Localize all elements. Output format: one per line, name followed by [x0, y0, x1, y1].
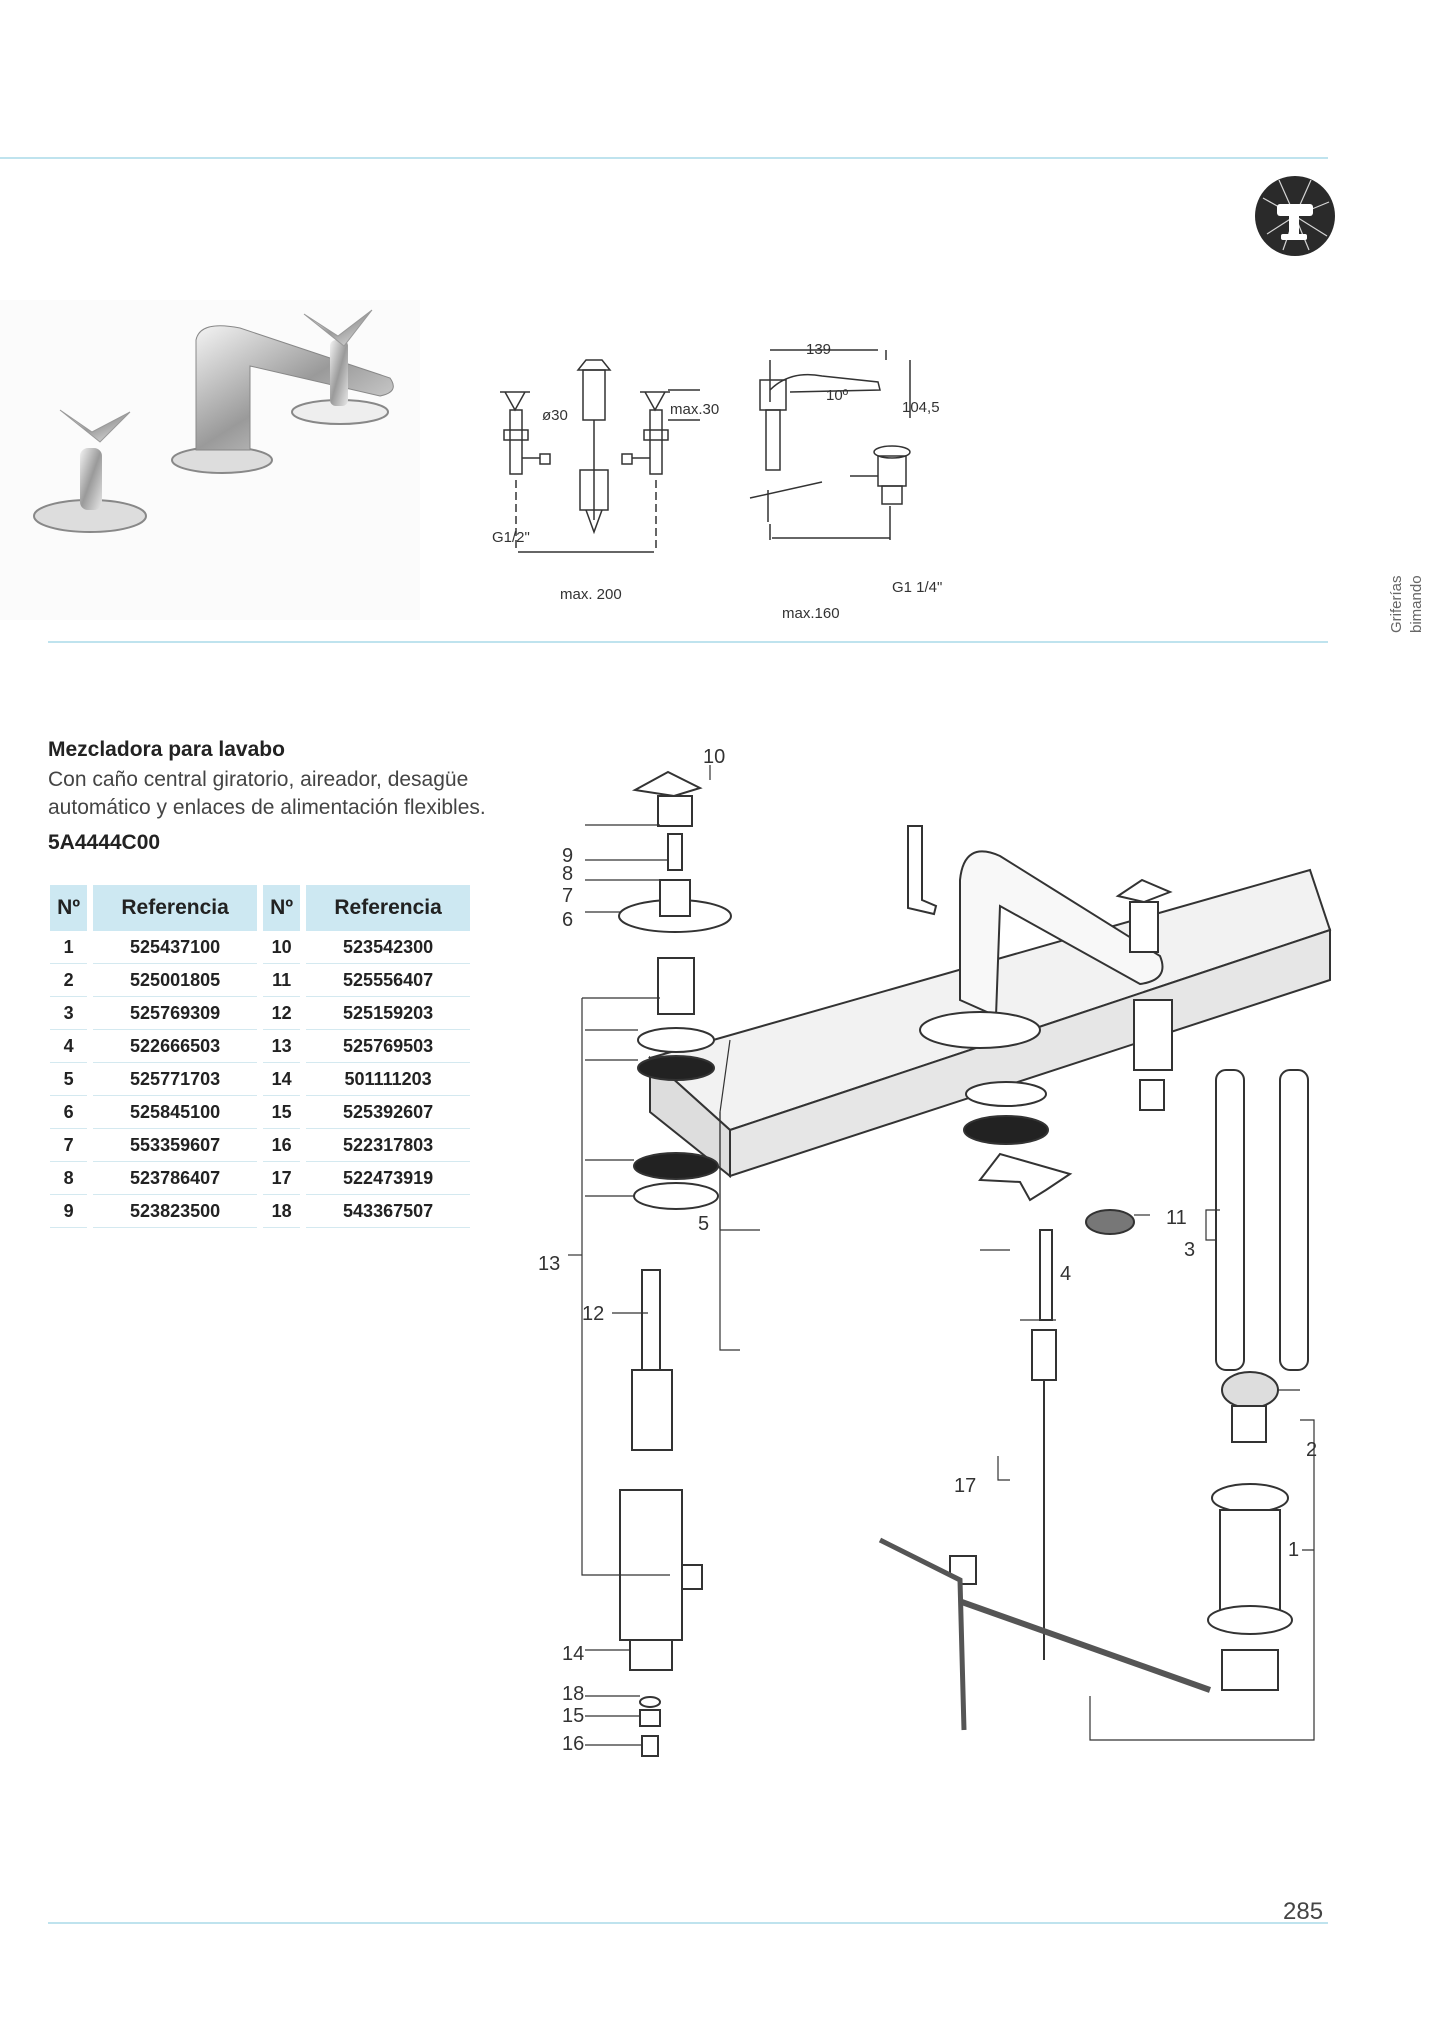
- cell-number: 14: [262, 1062, 301, 1096]
- sidebar-line-1: Griferías: [1388, 575, 1405, 633]
- callout-6: 6: [562, 909, 573, 931]
- cell-reference: 525159203: [306, 996, 470, 1030]
- table-header-row: Nº Referencia Nº Referencia: [50, 885, 470, 931]
- cell-number: 10: [262, 931, 301, 964]
- product-description: Con caño central giratorio, aireador, de…: [48, 768, 486, 819]
- header-reference: Referencia: [306, 885, 470, 931]
- cell-number: 5: [50, 1062, 88, 1096]
- cell-reference: 525769503: [306, 1029, 470, 1063]
- dim-diameter: ø30: [542, 407, 568, 424]
- callout-9: 9: [562, 845, 573, 867]
- cell-number: 8: [50, 1161, 88, 1195]
- cell-number: 9: [50, 1194, 88, 1228]
- dim-thread-waste: G1 1/4": [892, 579, 942, 596]
- dimension-drawing: ø30 max.30 G1/2" max. 200 139 10º 104,5 …: [492, 341, 942, 622]
- callout-12: 12: [582, 1303, 604, 1325]
- sidebar-category: Griferías bimando: [1386, 545, 1432, 695]
- callout-10: 10: [703, 746, 725, 768]
- cell-reference: 543367507: [306, 1194, 470, 1228]
- header-reference: Referencia: [93, 885, 257, 931]
- cell-reference: 523823500: [93, 1194, 257, 1228]
- bottom-divider: [48, 1922, 1328, 1924]
- product-title: Mezcladora para lavabo: [48, 738, 285, 761]
- callout-18: 18: [562, 1683, 584, 1705]
- callout-14: 14: [562, 1643, 584, 1665]
- top-divider: [0, 157, 1328, 159]
- callout-1: 1: [1288, 1539, 1299, 1561]
- cell-reference: 522666503: [93, 1029, 257, 1063]
- callout-16: 16: [562, 1733, 584, 1755]
- dim-height: 104,5: [902, 399, 940, 416]
- callout-13: 13: [538, 1253, 560, 1275]
- cell-reference: 522473919: [306, 1161, 470, 1195]
- callout-3: 3: [1184, 1239, 1195, 1261]
- cell-reference: 525437100: [93, 931, 257, 964]
- cell-number: 7: [50, 1128, 88, 1162]
- cell-reference: 501111203: [306, 1062, 470, 1096]
- cell-reference: 525845100: [93, 1095, 257, 1129]
- header-no: Nº: [262, 885, 301, 931]
- callout-4: 4: [1060, 1263, 1071, 1285]
- product-photo: [0, 300, 420, 620]
- callout-8: 8: [562, 863, 573, 885]
- cell-reference: 553359607: [93, 1128, 257, 1162]
- cell-number: 3: [50, 996, 88, 1030]
- callout-7: 7: [562, 885, 573, 907]
- cell-number: 18: [262, 1194, 301, 1228]
- exploded-diagram: 9 8 7 6 10 13 12 14 18 15 16 5 4 11 3 2 …: [538, 746, 1332, 1757]
- cell-number: 13: [262, 1029, 301, 1063]
- middle-divider: [48, 641, 1328, 643]
- cell-number: 17: [262, 1161, 301, 1195]
- dim-depth: 139: [806, 341, 831, 358]
- cell-number: 4: [50, 1029, 88, 1063]
- cell-number: 15: [262, 1095, 301, 1129]
- cell-reference: 525392607: [306, 1095, 470, 1129]
- callout-2: 2: [1306, 1439, 1317, 1461]
- cell-reference: 523542300: [306, 931, 470, 964]
- cell-number: 1: [50, 931, 88, 964]
- cell-reference: 525556407: [306, 963, 470, 997]
- dim-max-drop: max.160: [782, 605, 840, 622]
- cell-reference: 525769309: [93, 996, 257, 1030]
- callout-15: 15: [562, 1705, 584, 1727]
- sidebar-line-2: bimando: [1408, 575, 1425, 633]
- page-number: 285: [1283, 1898, 1324, 1925]
- product-code: 5A4444C00: [48, 831, 161, 854]
- cell-number: 11: [262, 963, 301, 997]
- callout-11: 11: [1166, 1207, 1187, 1229]
- dim-thread-inlet: G1/2": [492, 529, 530, 546]
- dim-angle: 10º: [826, 387, 849, 404]
- cell-reference: 522317803: [306, 1128, 470, 1162]
- cell-reference: 525001805: [93, 963, 257, 997]
- header-no: Nº: [50, 885, 88, 931]
- cell-number: 2: [50, 963, 88, 997]
- cell-number: 6: [50, 1095, 88, 1129]
- callout-17: 17: [954, 1475, 976, 1497]
- dim-max-thickness: max.30: [670, 401, 719, 418]
- cell-reference: 525771703: [93, 1062, 257, 1096]
- dim-max-width: max. 200: [560, 586, 622, 603]
- cell-reference: 523786407: [93, 1161, 257, 1195]
- mixer-category-icon: [1255, 176, 1335, 256]
- cell-number: 16: [262, 1128, 301, 1162]
- cell-number: 12: [262, 996, 301, 1030]
- callout-5: 5: [698, 1213, 709, 1235]
